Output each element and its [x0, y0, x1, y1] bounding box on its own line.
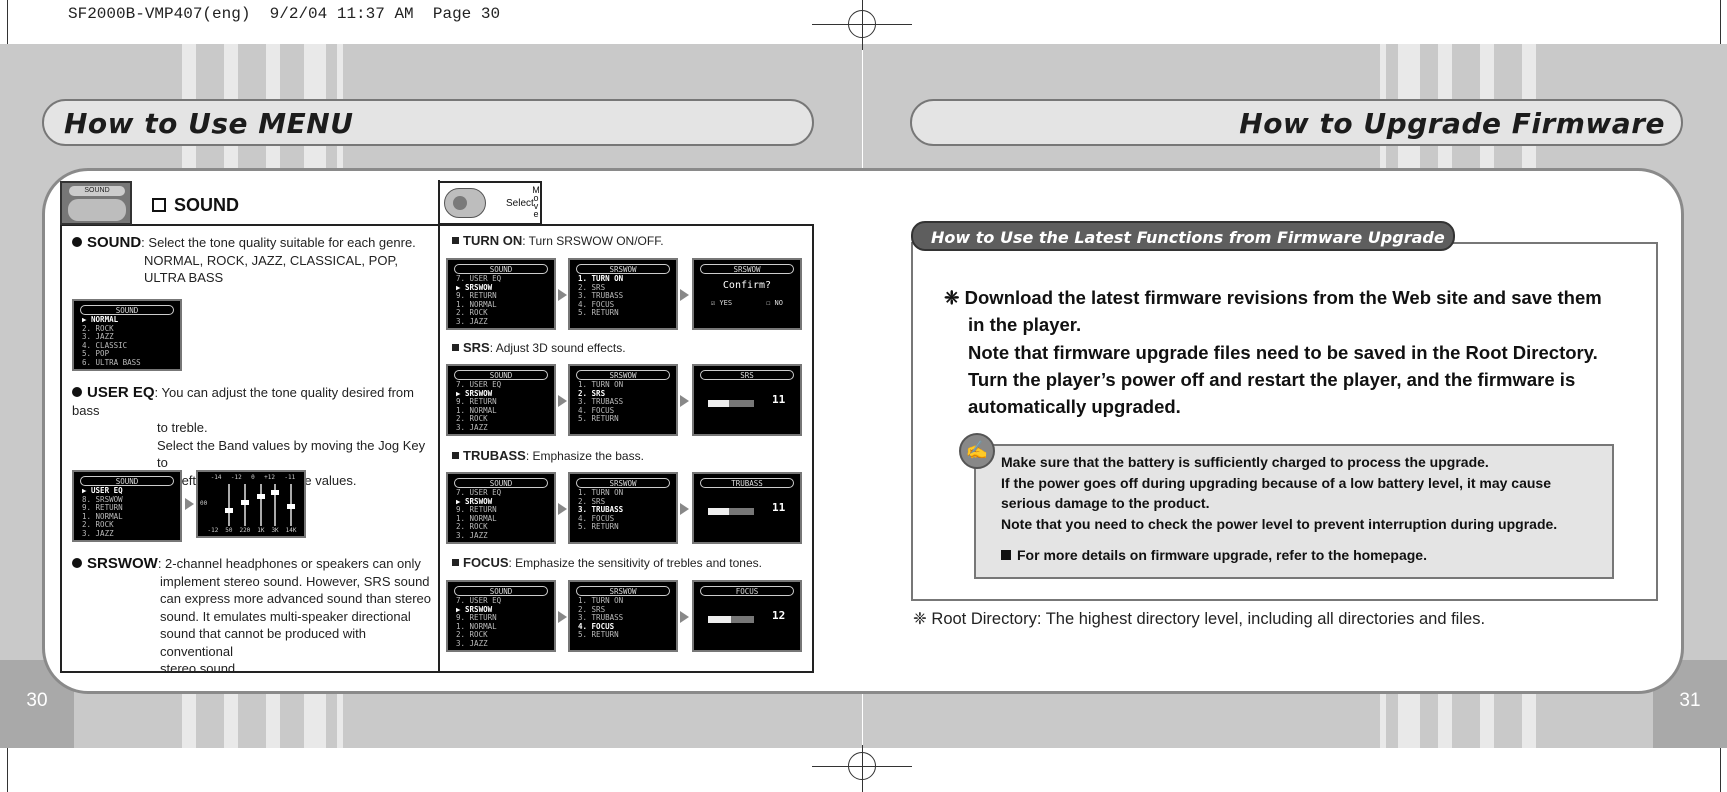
arrow-right-icon: [558, 611, 567, 623]
sound-thumb-label: SOUND: [69, 186, 125, 196]
firmware-instructions: ❈ Download the latest firmware revisions…: [944, 287, 1602, 418]
page-title-right: How to Upgrade Firmware: [1239, 107, 1665, 140]
crop-mark: [1720, 745, 1721, 792]
arrow-right-icon: [558, 289, 567, 301]
select-label: Select: [506, 198, 534, 209]
crop-mark: [7, 0, 8, 48]
lcd-user-eq-menu: SOUND ▶ USER EQ 8. SRSWOW 9. RETURN 1. N…: [72, 470, 182, 542]
sound-section-title: SOUND: [174, 195, 240, 215]
sound-menu-thumbnail: SOUND: [60, 181, 132, 225]
sound-section-heading: SOUND: [152, 195, 239, 216]
arrow-right-icon: [185, 498, 194, 510]
level-bar: [708, 400, 754, 407]
sound-thumb-graphic: [68, 199, 126, 221]
section-heading: SRS: Adjust 3D sound effects.: [452, 340, 626, 355]
expand-icon: [152, 198, 166, 212]
square-bullet-icon: [452, 559, 459, 566]
level-bar-fill: [708, 508, 729, 515]
crop-mark: [7, 745, 8, 792]
arrow-right-icon: [558, 503, 567, 515]
note-more-details: For more details on firmware upgrade, re…: [1001, 547, 1427, 563]
lcd-sound-menu: SOUND ▶ NORMAL 2. ROCK 3. JAZZ 4. CLASSI…: [72, 299, 182, 371]
square-bullet-icon: [452, 344, 459, 351]
arrow-right-icon: [680, 395, 689, 407]
square-bullet-icon: [1001, 550, 1011, 560]
arrow-right-icon: [680, 503, 689, 515]
section-heading: TRUBASS: Emphasize the bass.: [452, 448, 644, 463]
square-bullet-icon: [452, 452, 459, 459]
move-label: M o v e: [532, 185, 540, 219]
left-title-pill: How to Use MENU: [42, 99, 814, 146]
arrow-right-icon: [680, 289, 689, 301]
note-text: Make sure that the battery is sufficient…: [1001, 454, 1558, 532]
column-divider: [438, 180, 440, 673]
level-bar-fill: [708, 616, 731, 623]
level-bar-fill: [708, 400, 729, 407]
pencil-note-icon: ✍: [959, 433, 995, 469]
bullet-srswow: SRSWOW: 2-channel headphones or speakers…: [72, 555, 438, 678]
section-heading: FOCUS: Emphasize the sensitivity of treb…: [452, 555, 762, 570]
select-move-legend: Select M o v e: [438, 181, 542, 225]
level-bar: [708, 616, 754, 623]
arrow-right-icon: [680, 611, 689, 623]
note-box: [974, 444, 1614, 579]
print-header: SF2000B-VMP407(eng) 9/2/04 11:37 AM Page…: [68, 5, 501, 23]
bullet-sound: SOUND: Select the tone quality suitable …: [72, 234, 434, 287]
square-bullet-icon: [452, 237, 459, 244]
crop-mark: [1720, 0, 1721, 48]
jog-key-icon: [444, 188, 486, 218]
registration-line: [862, 745, 863, 792]
root-directory-footnote: ❈ Root Directory: The highest directory …: [913, 610, 1486, 628]
section-heading: TURN ON: Turn SRSWOW ON/OFF.: [452, 233, 664, 248]
registration-line: [862, 0, 863, 50]
arrow-right-icon: [558, 395, 567, 407]
bullet-term: SOUND: [87, 234, 142, 251]
firmware-box-title: How to Use the Latest Functions from Fir…: [911, 221, 1455, 251]
level-bar: [708, 508, 754, 515]
page-title-left: How to Use MENU: [64, 107, 354, 140]
right-title-pill: How to Upgrade Firmware: [910, 99, 1683, 146]
